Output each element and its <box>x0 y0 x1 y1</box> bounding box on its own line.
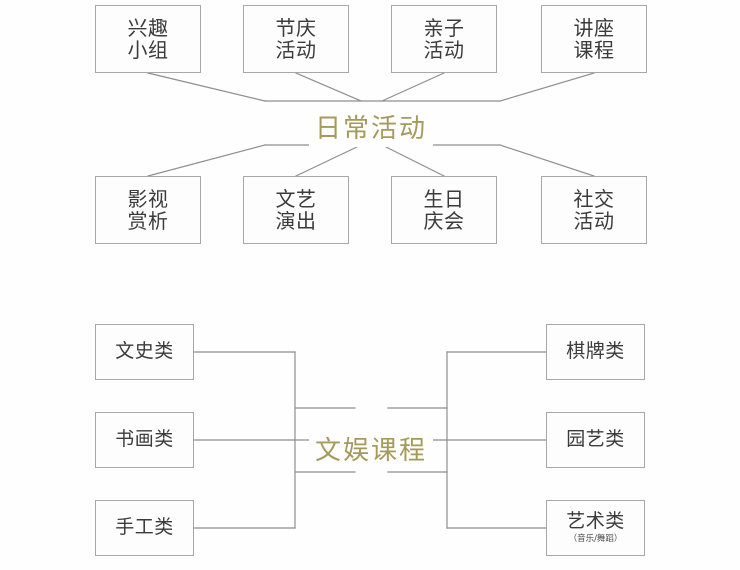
node-label: 文艺 演出 <box>275 186 317 233</box>
node-gardening[interactable]: 园艺类 <box>546 412 645 468</box>
node-label: 亲子 活动 <box>423 15 465 62</box>
edge-top-upper-3 <box>381 72 445 102</box>
node-birthday-party[interactable]: 生日 庆会 <box>391 176 497 244</box>
node-label: 手工类 <box>115 516 174 539</box>
edge-top-lower-3 <box>381 144 445 177</box>
node-handicraft[interactable]: 手工类 <box>95 500 194 556</box>
node-parent-child-activity[interactable]: 亲子 活动 <box>391 5 497 73</box>
edge-top-lower-4 <box>499 144 595 177</box>
node-sublabel: （音乐/舞蹈） <box>568 534 623 545</box>
edge-top-lower-1 <box>147 144 266 177</box>
node-label: 棋牌类 <box>566 340 625 363</box>
node-literature-history[interactable]: 文史类 <box>95 324 194 380</box>
node-chess-cards[interactable]: 棋牌类 <box>546 324 645 380</box>
node-label: 社交 活动 <box>573 186 615 233</box>
node-label: 园艺类 <box>566 428 625 451</box>
edge-top-upper-4 <box>499 72 595 102</box>
node-label: 艺术类 <box>566 510 625 533</box>
node-calligraphy-painting[interactable]: 书画类 <box>95 412 194 468</box>
hub-daily-activities: 日常活动 <box>309 106 434 147</box>
node-arts-performance[interactable]: 文艺 演出 <box>243 176 349 244</box>
edge-top-upper-1 <box>147 72 266 102</box>
node-festival-activity[interactable]: 节庆 活动 <box>243 5 349 73</box>
node-label: 生日 庆会 <box>423 186 465 233</box>
node-label: 文史类 <box>115 340 174 363</box>
edge-top-lower-2 <box>295 144 362 177</box>
node-label: 节庆 活动 <box>275 15 317 62</box>
node-film-appreciation[interactable]: 影视 赏析 <box>95 176 201 244</box>
node-lecture-course[interactable]: 讲座 课程 <box>541 5 647 73</box>
node-label: 兴趣 小组 <box>127 15 169 62</box>
node-label: 讲座 课程 <box>573 15 615 62</box>
node-social-activity[interactable]: 社交 活动 <box>541 176 647 244</box>
node-art[interactable]: 艺术类 （音乐/舞蹈） <box>546 500 645 556</box>
edge-top-upper-2 <box>295 72 362 102</box>
node-label: 书画类 <box>115 428 174 451</box>
hub-entertainment-courses: 文娱课程 <box>309 428 434 469</box>
node-interest-group[interactable]: 兴趣 小组 <box>95 5 201 73</box>
node-label: 影视 赏析 <box>127 186 169 233</box>
